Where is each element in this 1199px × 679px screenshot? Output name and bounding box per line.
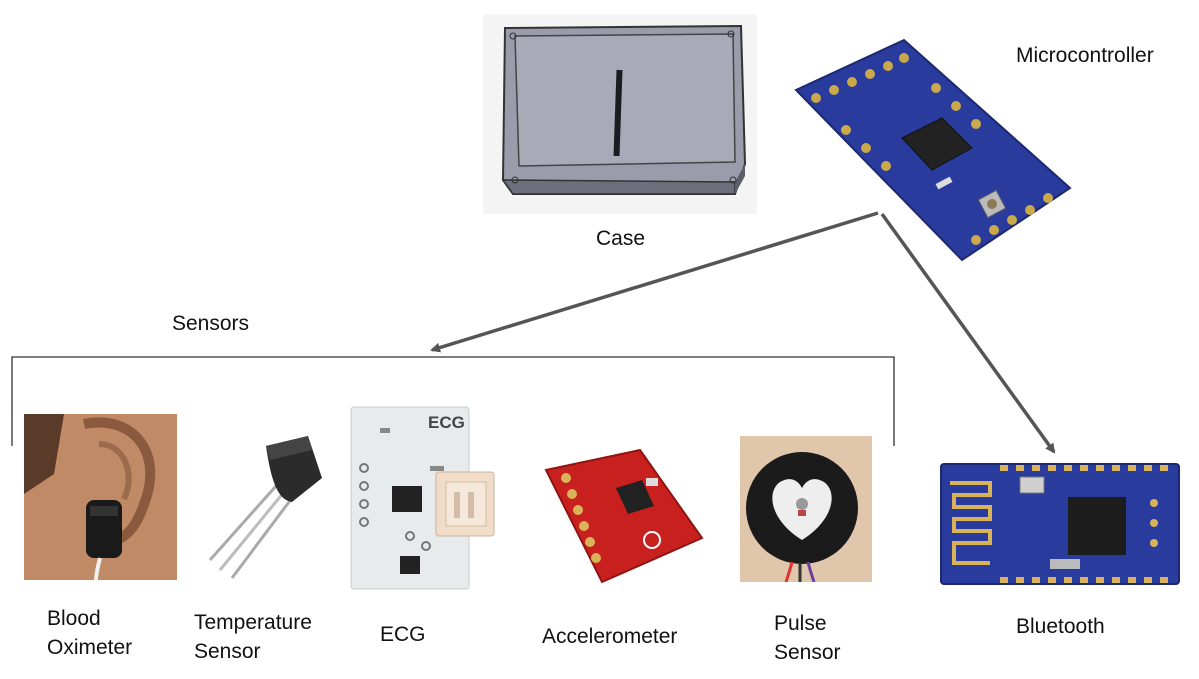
- arrow-to-bluetooth: [880, 212, 1056, 454]
- bluetooth-module-icon: [940, 463, 1180, 585]
- bluetooth-image: [940, 463, 1180, 585]
- microcontroller-label: Microcontroller: [1016, 44, 1154, 67]
- temperature-sensor-label-line2: Sensor: [194, 640, 261, 663]
- arduino-board-icon: [794, 38, 1072, 262]
- bluetooth-label: Bluetooth: [1016, 615, 1105, 638]
- sensors-bracket: [11, 356, 895, 446]
- ecg-label: ECG: [380, 623, 426, 646]
- transistor-sensor-icon: [208, 436, 322, 579]
- accelerometer-board-icon: [544, 448, 704, 584]
- temperature-sensor-image: [200, 430, 326, 580]
- pulse-sensor-icon: [740, 436, 872, 582]
- temperature-sensor-label-line1: Temperature: [194, 611, 312, 634]
- pulse-sensor-image: [740, 436, 872, 582]
- ear-clip-oximeter-icon: [24, 414, 177, 580]
- microcontroller-image: [786, 38, 1072, 263]
- accelerometer-image: [542, 448, 704, 584]
- sensors-label: Sensors: [172, 312, 250, 335]
- case-label: Case: [596, 227, 646, 250]
- blood-oximeter-label-line1: Blood: [47, 607, 101, 630]
- arrow-to-sensors: [430, 211, 879, 353]
- enclosure-case-icon: [501, 24, 747, 195]
- pulse-sensor-label-line2: Sensor: [774, 641, 841, 664]
- case-image: [483, 14, 757, 214]
- accelerometer-label: Accelerometer: [542, 625, 678, 648]
- blood-oximeter-label-line2: Oximeter: [47, 636, 133, 659]
- ecg-board-text: ECG: [428, 413, 465, 432]
- ecg-board-icon: ECG: [350, 406, 495, 590]
- blood-oximeter-image: [24, 414, 177, 580]
- ecg-image: ECG: [350, 406, 503, 590]
- pulse-sensor-label-line1: Pulse: [774, 612, 827, 635]
